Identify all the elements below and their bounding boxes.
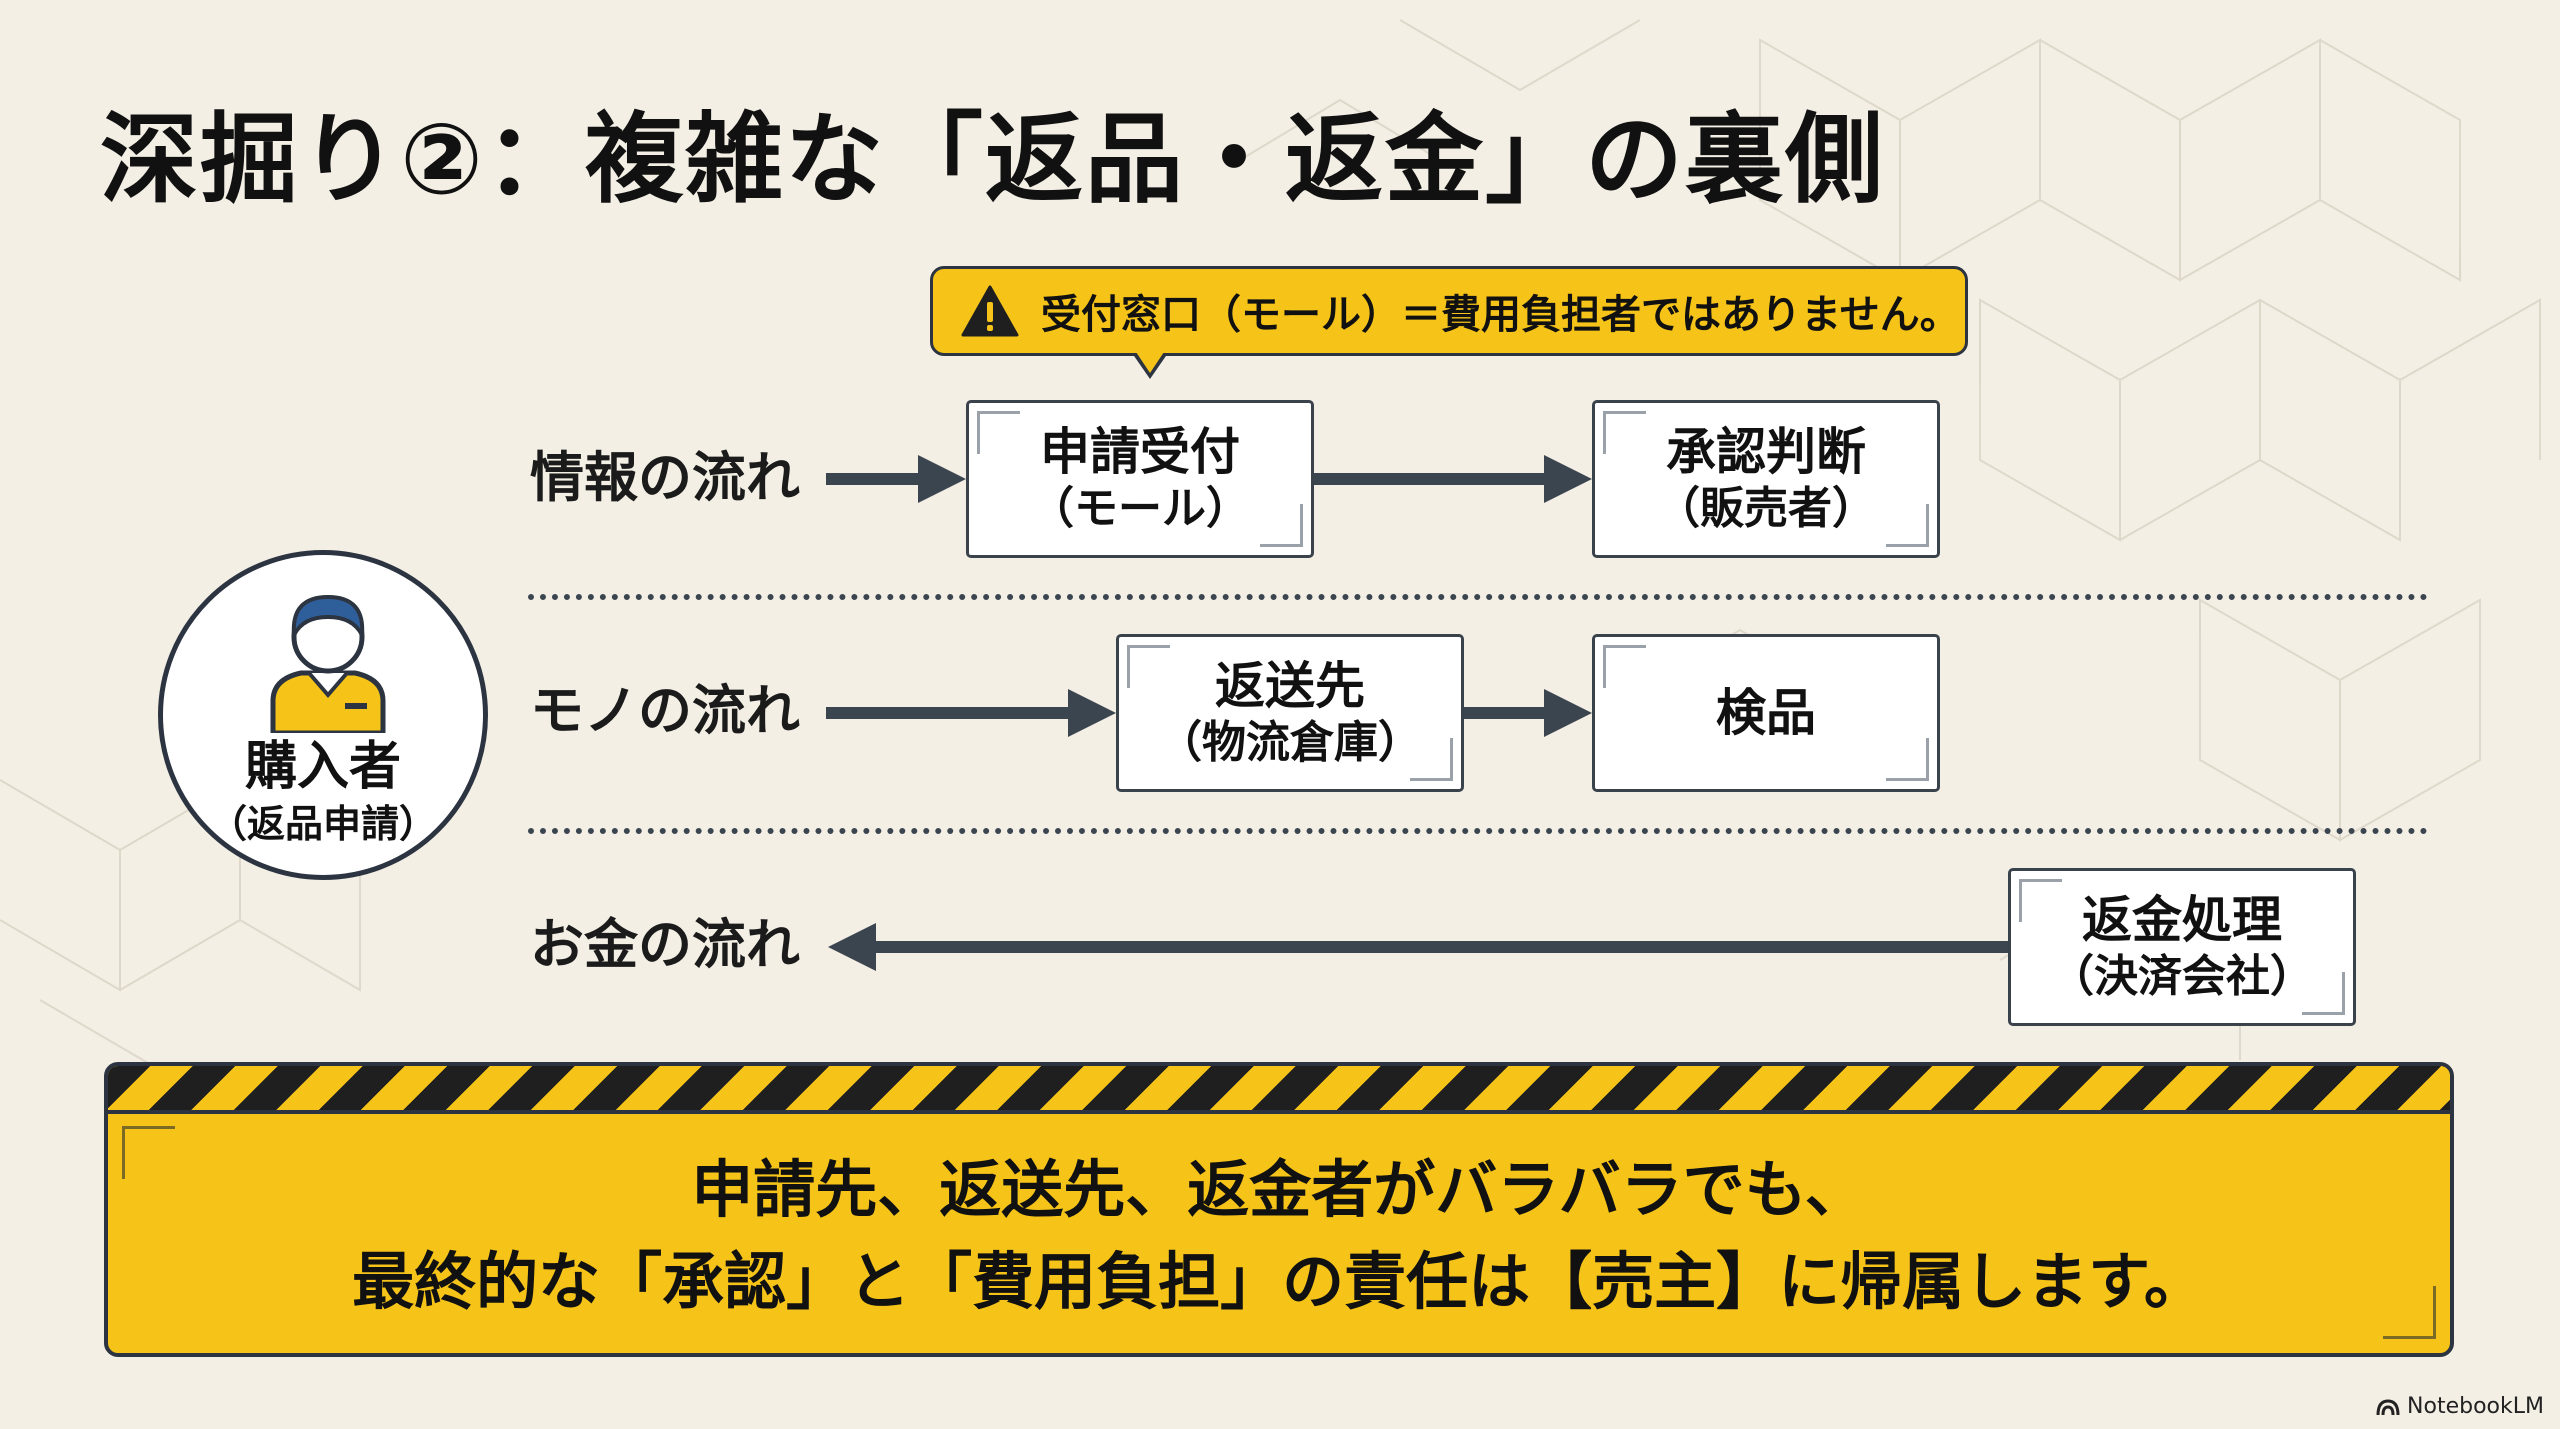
refund-processing-box: 返金処理 （決済会社） — [2008, 868, 2356, 1026]
brand-watermark: NotebookLM — [2375, 1394, 2544, 1419]
box-subtitle: （モール） — [1030, 483, 1250, 534]
box-title: 返金処理 — [2082, 891, 2282, 949]
flow-divider — [528, 828, 2428, 834]
page-title: 深掘り②：複雑な「返品・返金」の裏側 — [100, 103, 1885, 217]
inspection-box: 検品 — [1592, 634, 1940, 792]
approval-decision-box: 承認判断 （販売者） — [1592, 400, 1940, 558]
box-title: 承認判断 — [1666, 423, 1866, 481]
buyer-label: 購入者 — [244, 737, 401, 797]
buyer-node: 購入者 （返品申請） — [158, 550, 488, 880]
info-flow-label: 情報の流れ — [530, 446, 800, 509]
banner-line-2: 最終的な「承認」と「費用負担」の責任は【売主】に帰属します。 — [352, 1245, 2206, 1318]
box-title: 申請受付 — [1040, 423, 1240, 481]
warning-icon — [961, 285, 1019, 337]
application-reception-box: 申請受付 （モール） — [966, 400, 1314, 558]
hazard-stripe — [108, 1066, 2450, 1114]
warning-callout: 受付窓口（モール）＝費用負担者ではありません。 — [930, 266, 1968, 356]
box-title: 返送先 — [1215, 657, 1365, 715]
goods-arrow-to-inspection — [1464, 689, 1592, 737]
banner-line-1: 申請先、返送先、返金者がバラバラでも、 — [691, 1153, 1867, 1226]
banner-text: 申請先、返送先、返金者がバラバラでも、 最終的な「承認」と「費用負担」の責任は【… — [108, 1144, 2450, 1328]
conclusion-banner: 申請先、返送先、返金者がバラバラでも、 最終的な「承認」と「費用負担」の責任は【… — [104, 1062, 2454, 1357]
notebooklm-logo-icon — [2376, 1398, 2400, 1415]
flow-divider — [528, 594, 2428, 600]
box-subtitle: （販売者） — [1656, 483, 1876, 534]
box-subtitle: （物流倉庫） — [1158, 717, 1422, 768]
box-title: 検品 — [1716, 684, 1816, 742]
buyer-sublabel: （返品申請） — [208, 802, 437, 846]
banner-corner-mark — [122, 1126, 175, 1179]
money-arrow-to-buyer — [828, 923, 2008, 971]
brand-name: NotebookLM — [2407, 1394, 2544, 1419]
person-icon — [270, 594, 386, 733]
goods-flow-label: モノの流れ — [530, 679, 800, 742]
money-flow-label: お金の流れ — [530, 913, 800, 976]
info-arrow-to-approval — [1314, 455, 1592, 503]
banner-corner-mark — [2383, 1286, 2436, 1339]
callout-text: 受付窓口（モール）＝費用負担者ではありません。 — [1041, 292, 1960, 338]
box-subtitle: （決済会社） — [2050, 951, 2314, 1002]
callout-pointer-fill — [1136, 352, 1164, 373]
return-destination-box: 返送先 （物流倉庫） — [1116, 634, 1464, 792]
info-arrow-to-reception — [826, 455, 966, 503]
goods-arrow-to-warehouse — [826, 689, 1116, 737]
